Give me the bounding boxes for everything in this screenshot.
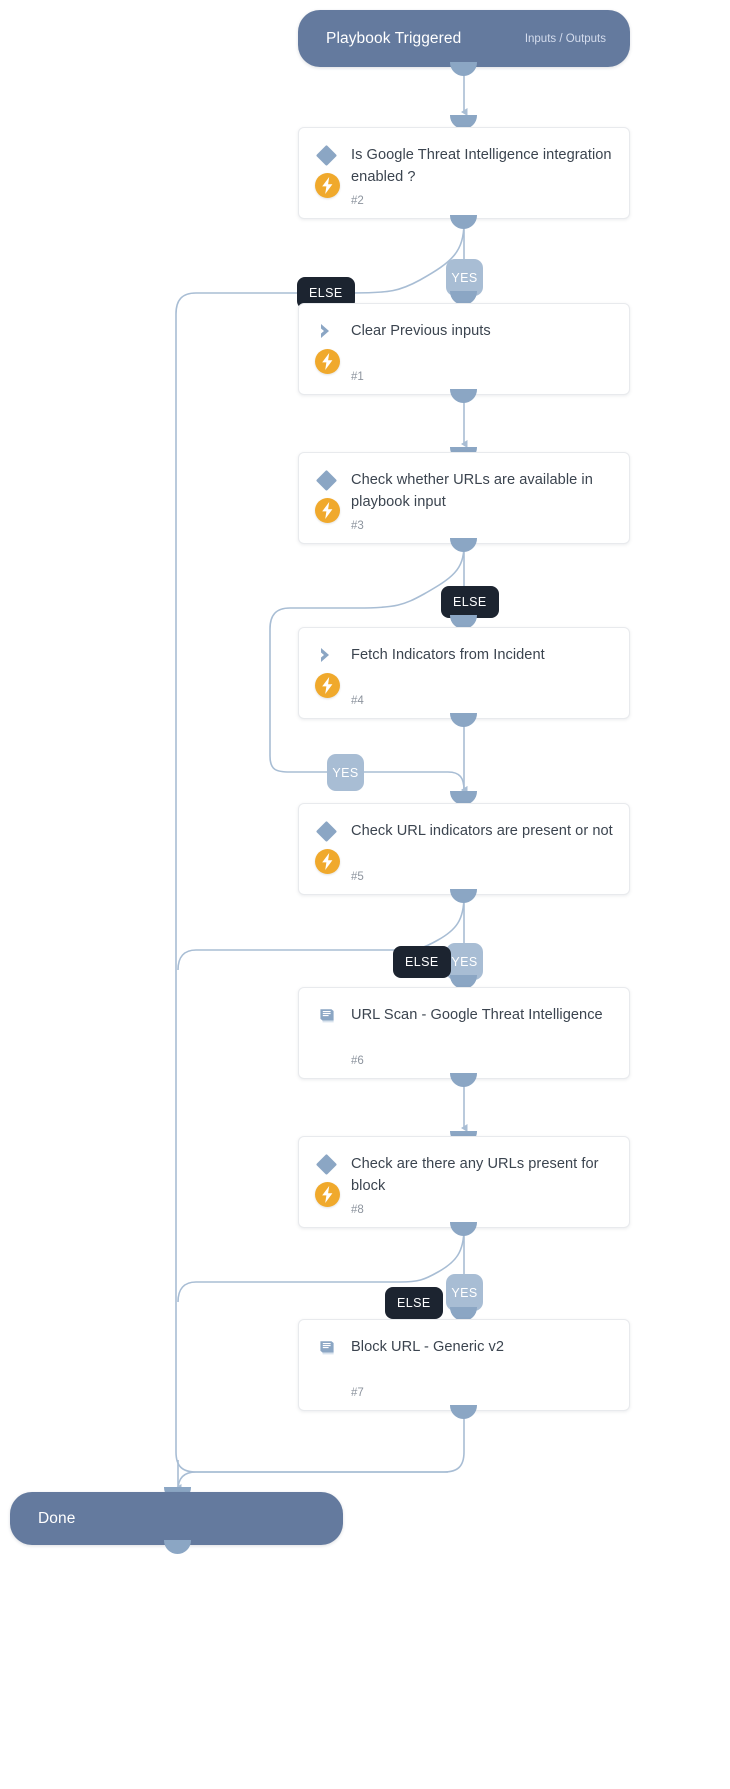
edge-yes-to-n5: [364, 771, 468, 794]
branch-label-text: YES: [451, 1285, 478, 1300]
branch-label-yes-n3[interactable]: YES: [327, 754, 364, 791]
connector-n4-in: [450, 615, 477, 629]
node-card-n7[interactable]: Block URL - Generic v2 #7: [298, 1319, 630, 1411]
connector-n5-out: [450, 889, 477, 903]
node-card-n5[interactable]: Check URL indicators are present or not …: [298, 803, 630, 895]
connector-n2-out: [450, 215, 477, 229]
branch-label-else-n5[interactable]: ELSE: [393, 946, 451, 978]
node-number: #2: [351, 195, 364, 207]
chevron-icon: [318, 322, 336, 340]
node-number: #3: [351, 520, 364, 532]
node-title: Check whether URLs are available in play…: [351, 472, 593, 510]
branch-label-yes-n2[interactable]: YES: [446, 259, 483, 296]
start-node-io-label: Inputs / Outputs: [524, 32, 606, 45]
node-card-n6[interactable]: URL Scan - Google Threat Intelligence #6: [298, 987, 630, 1079]
chevron-icon: [318, 646, 336, 664]
bolt-badge-icon: [315, 498, 340, 523]
connector-n6-in: [450, 975, 477, 989]
connector-n4-out: [450, 713, 477, 727]
branch-label-else-n3[interactable]: ELSE: [441, 586, 499, 618]
edge-n7-to-done: [177, 1412, 465, 1491]
connector-n1-in: [450, 291, 477, 305]
node-number: #4: [351, 695, 364, 707]
start-node[interactable]: Playbook Triggered Inputs / Outputs: [298, 10, 630, 67]
connector-n7-out: [450, 1405, 477, 1419]
node-title: Clear Previous inputs: [351, 323, 491, 339]
node-card-n1[interactable]: Clear Previous inputs #1: [298, 303, 630, 395]
connector-n5-in: [450, 791, 477, 805]
book-icon: [317, 1338, 337, 1358]
node-card-n2[interactable]: Is Google Threat Intelligence integratio…: [298, 127, 630, 219]
connector-start-out: [450, 62, 477, 76]
node-title: URL Scan - Google Threat Intelligence: [351, 1007, 603, 1023]
book-icon: [317, 1006, 337, 1026]
branch-label-text: ELSE: [309, 286, 343, 300]
connector-done-out: [164, 1540, 191, 1554]
connector-n2-in: [450, 115, 477, 129]
node-card-n4[interactable]: Fetch Indicators from Incident #4: [298, 627, 630, 719]
bolt-badge-icon: [315, 173, 340, 198]
branch-label-text: YES: [451, 954, 478, 969]
end-node[interactable]: Done: [10, 1492, 343, 1545]
branch-label-text: ELSE: [453, 595, 487, 609]
connector-n8-out: [450, 1222, 477, 1236]
bolt-badge-icon: [315, 673, 340, 698]
connector-n7-in: [450, 1307, 477, 1321]
bolt-badge-icon: [315, 1182, 340, 1207]
branch-label-else-n8[interactable]: ELSE: [385, 1287, 443, 1319]
node-title: Block URL - Generic v2: [351, 1339, 505, 1355]
node-card-n8[interactable]: Check are there any URLs present for blo…: [298, 1136, 630, 1228]
diamond-icon: [315, 820, 338, 843]
branch-label-text: ELSE: [405, 955, 439, 969]
node-title: Fetch Indicators from Incident: [351, 647, 545, 663]
node-title: Check are there any URLs present for blo…: [351, 1156, 599, 1194]
node-card-n3[interactable]: Check whether URLs are available in play…: [298, 452, 630, 544]
bolt-badge-icon: [315, 349, 340, 374]
connector-n3-out: [450, 538, 477, 552]
node-title: Is Google Threat Intelligence integratio…: [351, 147, 612, 185]
end-node-label: Done: [38, 1509, 76, 1527]
start-node-label: Playbook Triggered: [326, 29, 462, 47]
branch-label-text: YES: [332, 765, 359, 780]
branch-label-yes-n8[interactable]: YES: [446, 1274, 483, 1311]
diamond-icon: [315, 144, 338, 167]
node-number: #1: [351, 371, 364, 383]
branch-label-text: YES: [451, 270, 478, 285]
node-number: #8: [351, 1204, 364, 1216]
connector-n6-out: [450, 1073, 477, 1087]
node-number: #5: [351, 871, 364, 883]
node-title: Check URL indicators are present or not: [351, 823, 613, 839]
branch-label-yes-n5[interactable]: YES: [446, 943, 483, 980]
node-number: #7: [351, 1387, 364, 1399]
diamond-icon: [315, 469, 338, 492]
connector-n1-out: [450, 389, 477, 403]
diamond-icon: [315, 1153, 338, 1176]
bolt-badge-icon: [315, 849, 340, 874]
branch-label-text: ELSE: [397, 1296, 431, 1310]
node-number: #6: [351, 1055, 364, 1067]
